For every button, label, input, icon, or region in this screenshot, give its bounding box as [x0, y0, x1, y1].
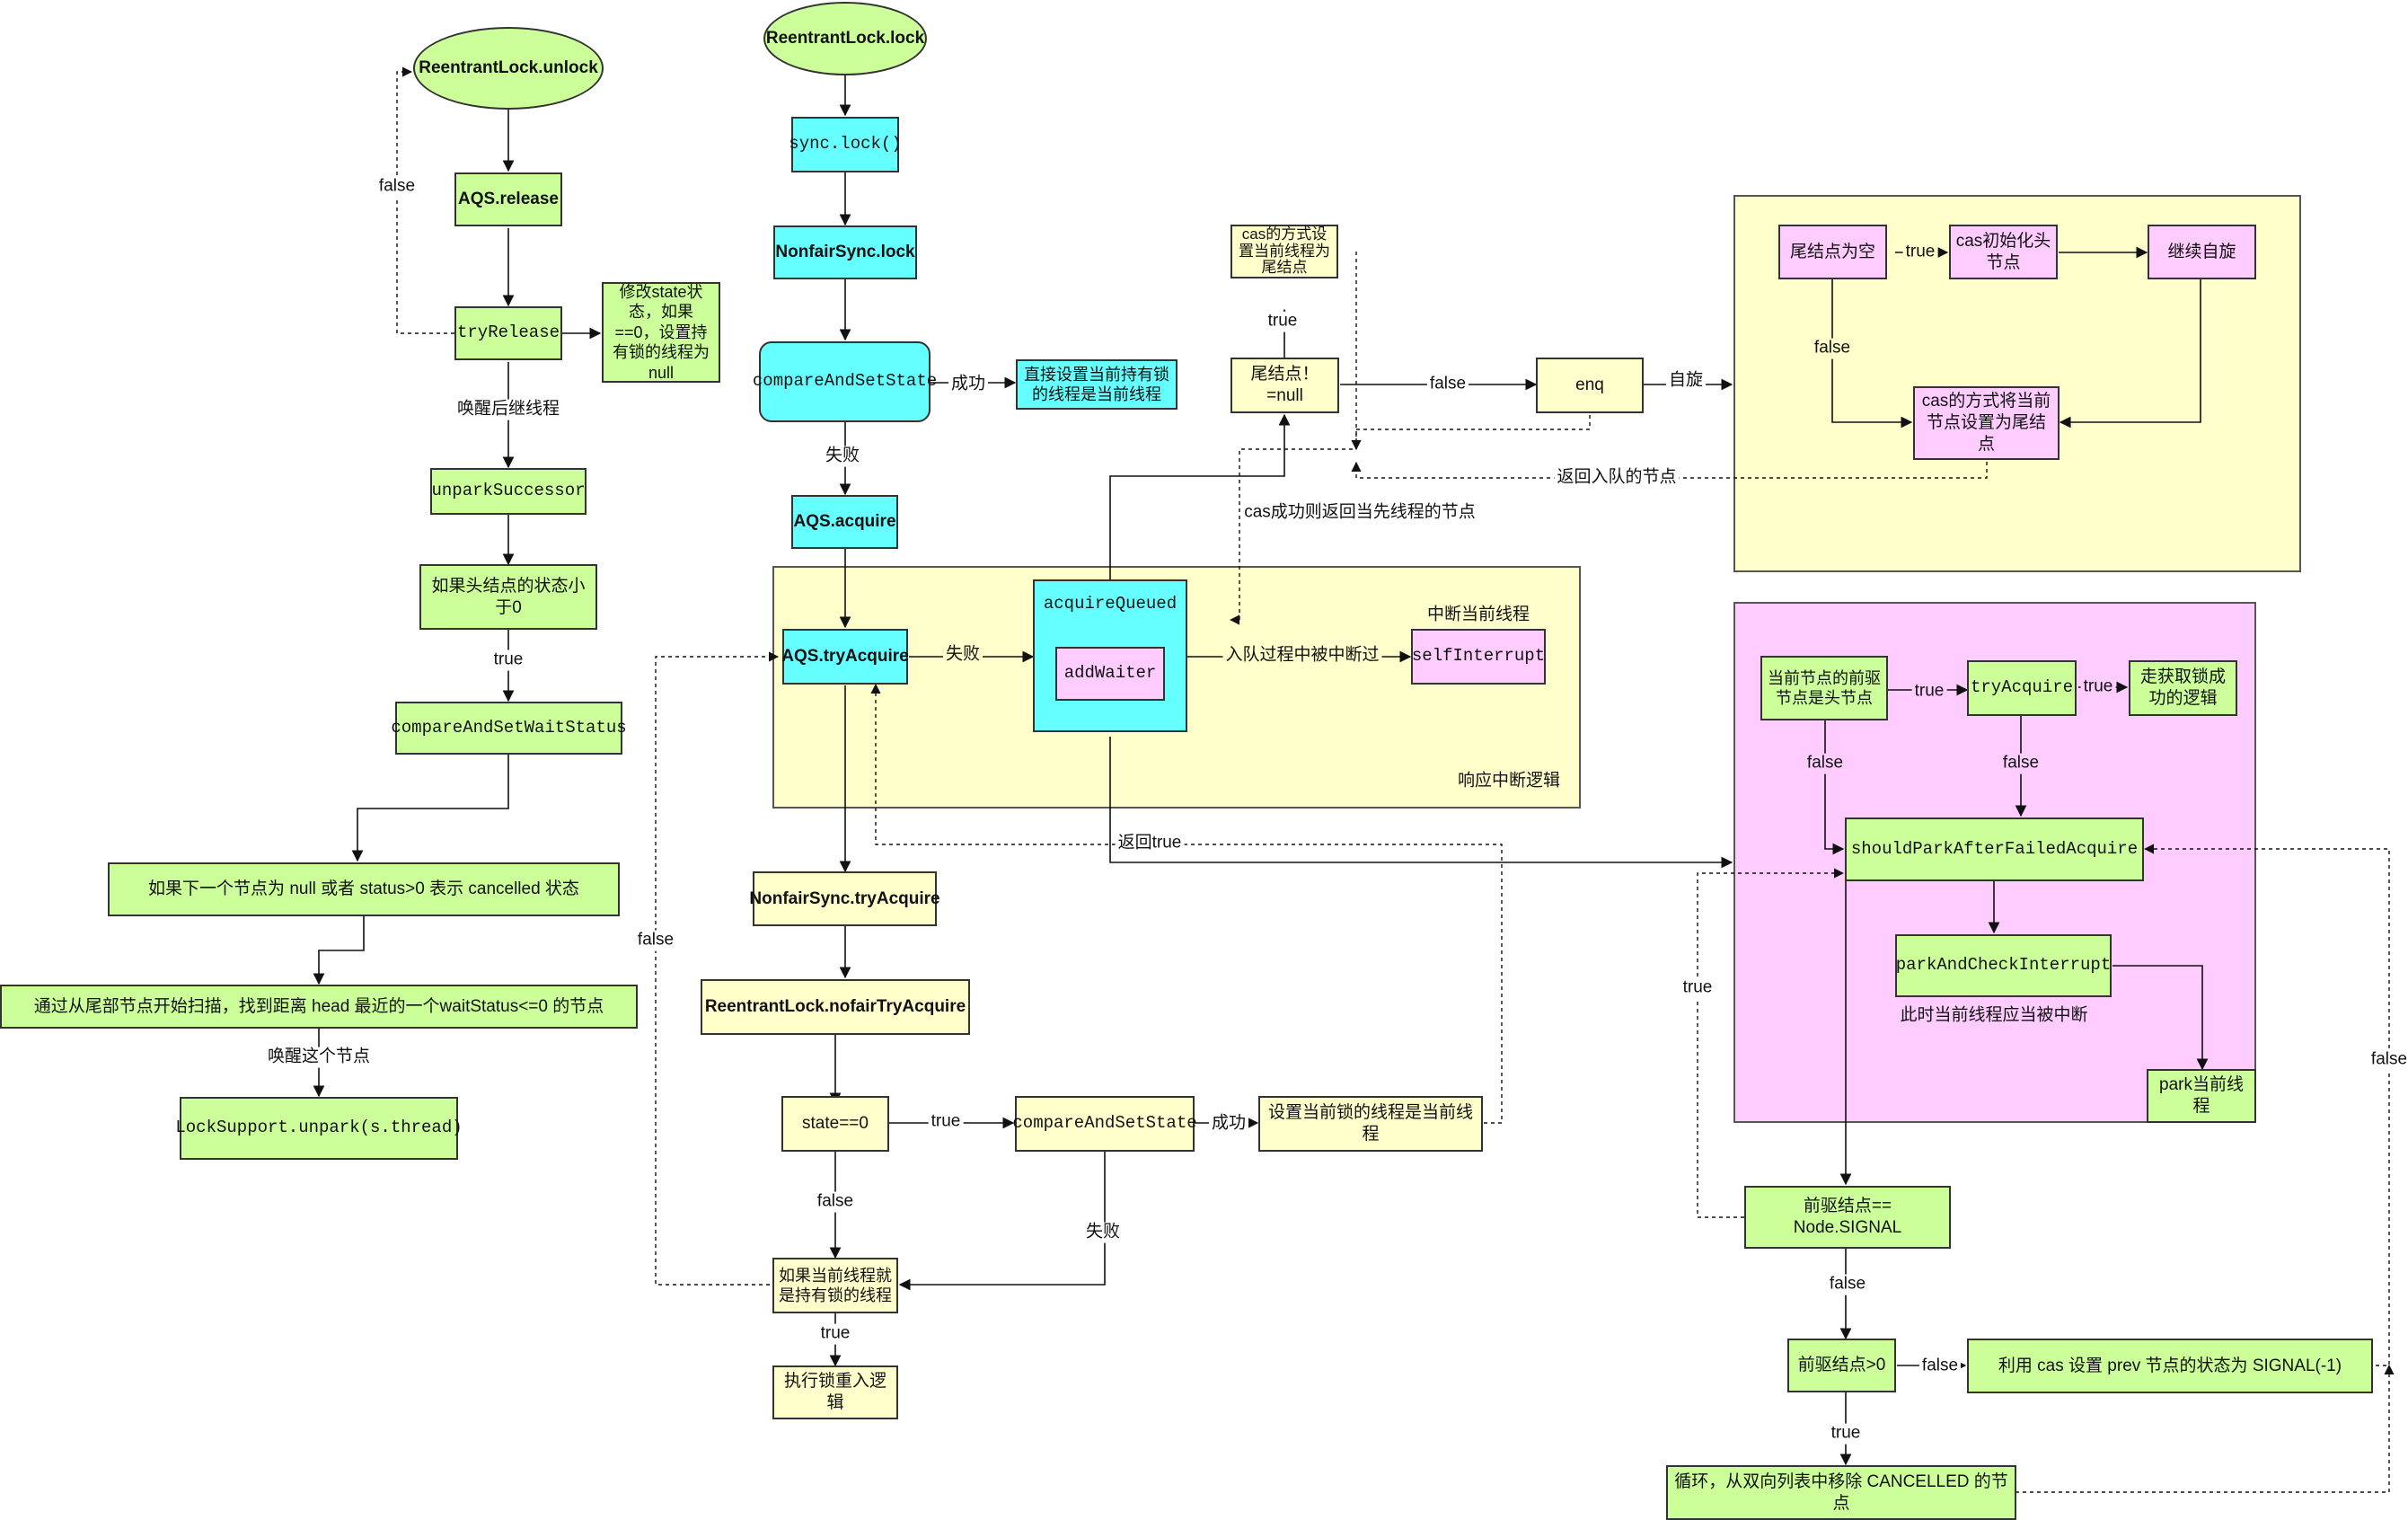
state-eq0: state==0	[781, 1096, 889, 1152]
nofair-try-acquire: ReentrantLock.nofairTryAcquire	[701, 979, 970, 1035]
cas-prev-signal: 利用 cas 设置 prev 节点的状态为 SIGNAL(-1)	[1967, 1339, 2373, 1393]
aqs-release: AQS.release	[454, 172, 562, 226]
nonfair-sync-lock: NonfairSync.lock	[773, 225, 917, 279]
lock-start: ReentrantLock.lock	[763, 2, 927, 75]
modify-state-note: 修改state状态，如果==0，设置持有锁的线程为null	[602, 282, 720, 383]
label-true-state: true	[928, 1111, 964, 1133]
head-status-check: 如果头结点的状态小于0	[419, 564, 597, 630]
label-interrupt-region: 响应中断逻辑	[1454, 771, 1564, 792]
label-true-owner: true	[817, 1323, 853, 1345]
edge	[1831, 279, 1913, 429]
edge	[313, 916, 365, 985]
cas-state-2: compareAndSetState	[1012, 1096, 1197, 1152]
label-false-head: false	[1804, 753, 1847, 774]
label-success-1: 成功	[948, 374, 989, 395]
label-true-head: true	[1911, 681, 1947, 703]
edge	[1109, 737, 1733, 869]
label-fail-1: 失败	[822, 446, 863, 467]
sync-lock: sync.lock()	[789, 117, 902, 172]
label-interrupt-current: 中断当前线程	[1426, 605, 1530, 624]
label-fail-cas2: 失败	[1082, 1222, 1124, 1243]
add-waiter: addWaiter	[1055, 647, 1165, 701]
self-interrupt: selfInterrupt	[1411, 629, 1546, 685]
get-lock-success: 走获取锁成功的逻辑	[2129, 660, 2237, 716]
label-false-left: false	[634, 930, 677, 951]
park-and-check: parkAndCheckInterrupt	[1895, 934, 2112, 997]
label-false-init: false	[1811, 338, 1854, 359]
label-false-release: false	[375, 176, 419, 198]
reentrant-logic: 执行锁重入逻辑	[772, 1365, 898, 1419]
tail-not-null: 尾结点！=null	[1230, 358, 1339, 413]
nonfair-try-acquire: NonfairSync.tryAcquire	[749, 871, 940, 926]
label-success-2: 成功	[1208, 1113, 1249, 1135]
is-owner: 如果当前线程就是持有锁的线程	[772, 1258, 898, 1313]
edge	[2113, 965, 2209, 1071]
dashed-edge	[1697, 868, 1845, 1218]
aqs-acquire: AQS.acquire	[791, 495, 898, 549]
label-true-try: true	[2080, 676, 2116, 698]
unpark-successor: unparkSuccessor	[430, 468, 587, 515]
label-false-gt0: false	[1918, 1356, 1962, 1377]
lock-support-unpark: LockSupport.unpark(s.thread)	[175, 1097, 463, 1160]
remove-cancelled: 循环，从双向列表中移除 CANCELLED 的节点	[1666, 1465, 2016, 1520]
tail-is-null: 尾结点为空	[1778, 225, 1887, 279]
cas-init-head: cas初始化头节点	[1949, 225, 2058, 279]
next-null-cancelled: 如果下一个节点为 null 或者 status>0 表示 cancelled 状…	[108, 862, 620, 916]
dashed-edge	[396, 66, 454, 334]
label-true-init: true	[1902, 242, 1938, 263]
dashed-edge	[655, 651, 780, 1286]
label-false-signal: false	[1826, 1274, 1869, 1295]
set-owner-direct: 直接设置当前持有锁的线程是当前线程	[1016, 359, 1178, 410]
acquire-queued-label: acquireQueued	[1043, 594, 1178, 614]
unlock-start: ReentrantLock.unlock	[413, 27, 604, 110]
label-wake-node: 唤醒这个节点	[264, 1047, 374, 1068]
label-spin: 自旋	[1665, 370, 1707, 392]
dashed-edge	[870, 683, 1503, 1124]
edge	[351, 755, 509, 862]
try-release: tryRelease	[454, 306, 562, 360]
dashed-edge	[1351, 415, 1591, 451]
label-true-gt0: true	[1828, 1423, 1864, 1445]
label-interrupted-enq: 入队过程中被中断过	[1222, 645, 1382, 667]
dashed-edge	[1229, 252, 1357, 625]
label-fail-try: 失败	[942, 644, 983, 666]
prev-gt0: 前驱结点>0	[1787, 1339, 1896, 1392]
label-false-try: false	[1999, 753, 2042, 774]
label-return-true: 返回true	[1115, 833, 1185, 854]
try-acquire-q: tryAcquire	[1967, 660, 2077, 716]
scan-from-tail: 通过从尾部节点开始扫描，找到距离 head 最近的一个waitStatus<=0…	[0, 985, 638, 1029]
enq: enq	[1536, 358, 1644, 413]
label-false-state: false	[814, 1191, 857, 1213]
prev-is-head: 当前节点的前驱节点是头节点	[1760, 656, 1888, 720]
label-return-enq-node: 返回入队的节点	[1554, 467, 1680, 489]
edge	[2059, 279, 2201, 429]
label-true-signal-loop: true	[1680, 977, 1716, 999]
cas-set-tail: cas的方式设置当前线程为尾结点	[1230, 225, 1338, 278]
should-park: shouldParkAfterFailedAcquire	[1845, 817, 2144, 881]
prev-signal: 前驱结点== Node.SIGNAL	[1744, 1186, 1951, 1249]
cas-state-1: compareAndSetState	[753, 341, 937, 422]
edge	[898, 1152, 1106, 1291]
set-owner: 设置当前锁的线程是当前线程	[1258, 1096, 1483, 1152]
cas-wait-status: compareAndSetWaitStatus	[391, 702, 627, 755]
label-true-tail: true	[1265, 311, 1301, 332]
label-should-interrupt: 此时当前线程应当被中断	[1897, 1005, 2091, 1027]
label-false-right: false	[2368, 1049, 2408, 1071]
continue-spin: 继续自旋	[2148, 225, 2256, 279]
aqs-try-acquire: AQS.tryAcquire	[781, 629, 909, 685]
cas-tail-enq: cas的方式将当前节点设置为尾结点	[1913, 386, 2060, 460]
park-current-thread: park当前线程	[2147, 1069, 2256, 1123]
label-wake-successor: 唤醒后继线程	[454, 399, 563, 420]
edge	[1824, 720, 1845, 855]
dashed-edge	[2015, 1364, 2395, 1493]
label-true-status: true	[490, 650, 526, 671]
label-false-tail: false	[1426, 374, 1469, 395]
label-cas-success-return: cas成功则返回当先线程的节点	[1241, 502, 1478, 524]
edge	[1109, 413, 1291, 642]
